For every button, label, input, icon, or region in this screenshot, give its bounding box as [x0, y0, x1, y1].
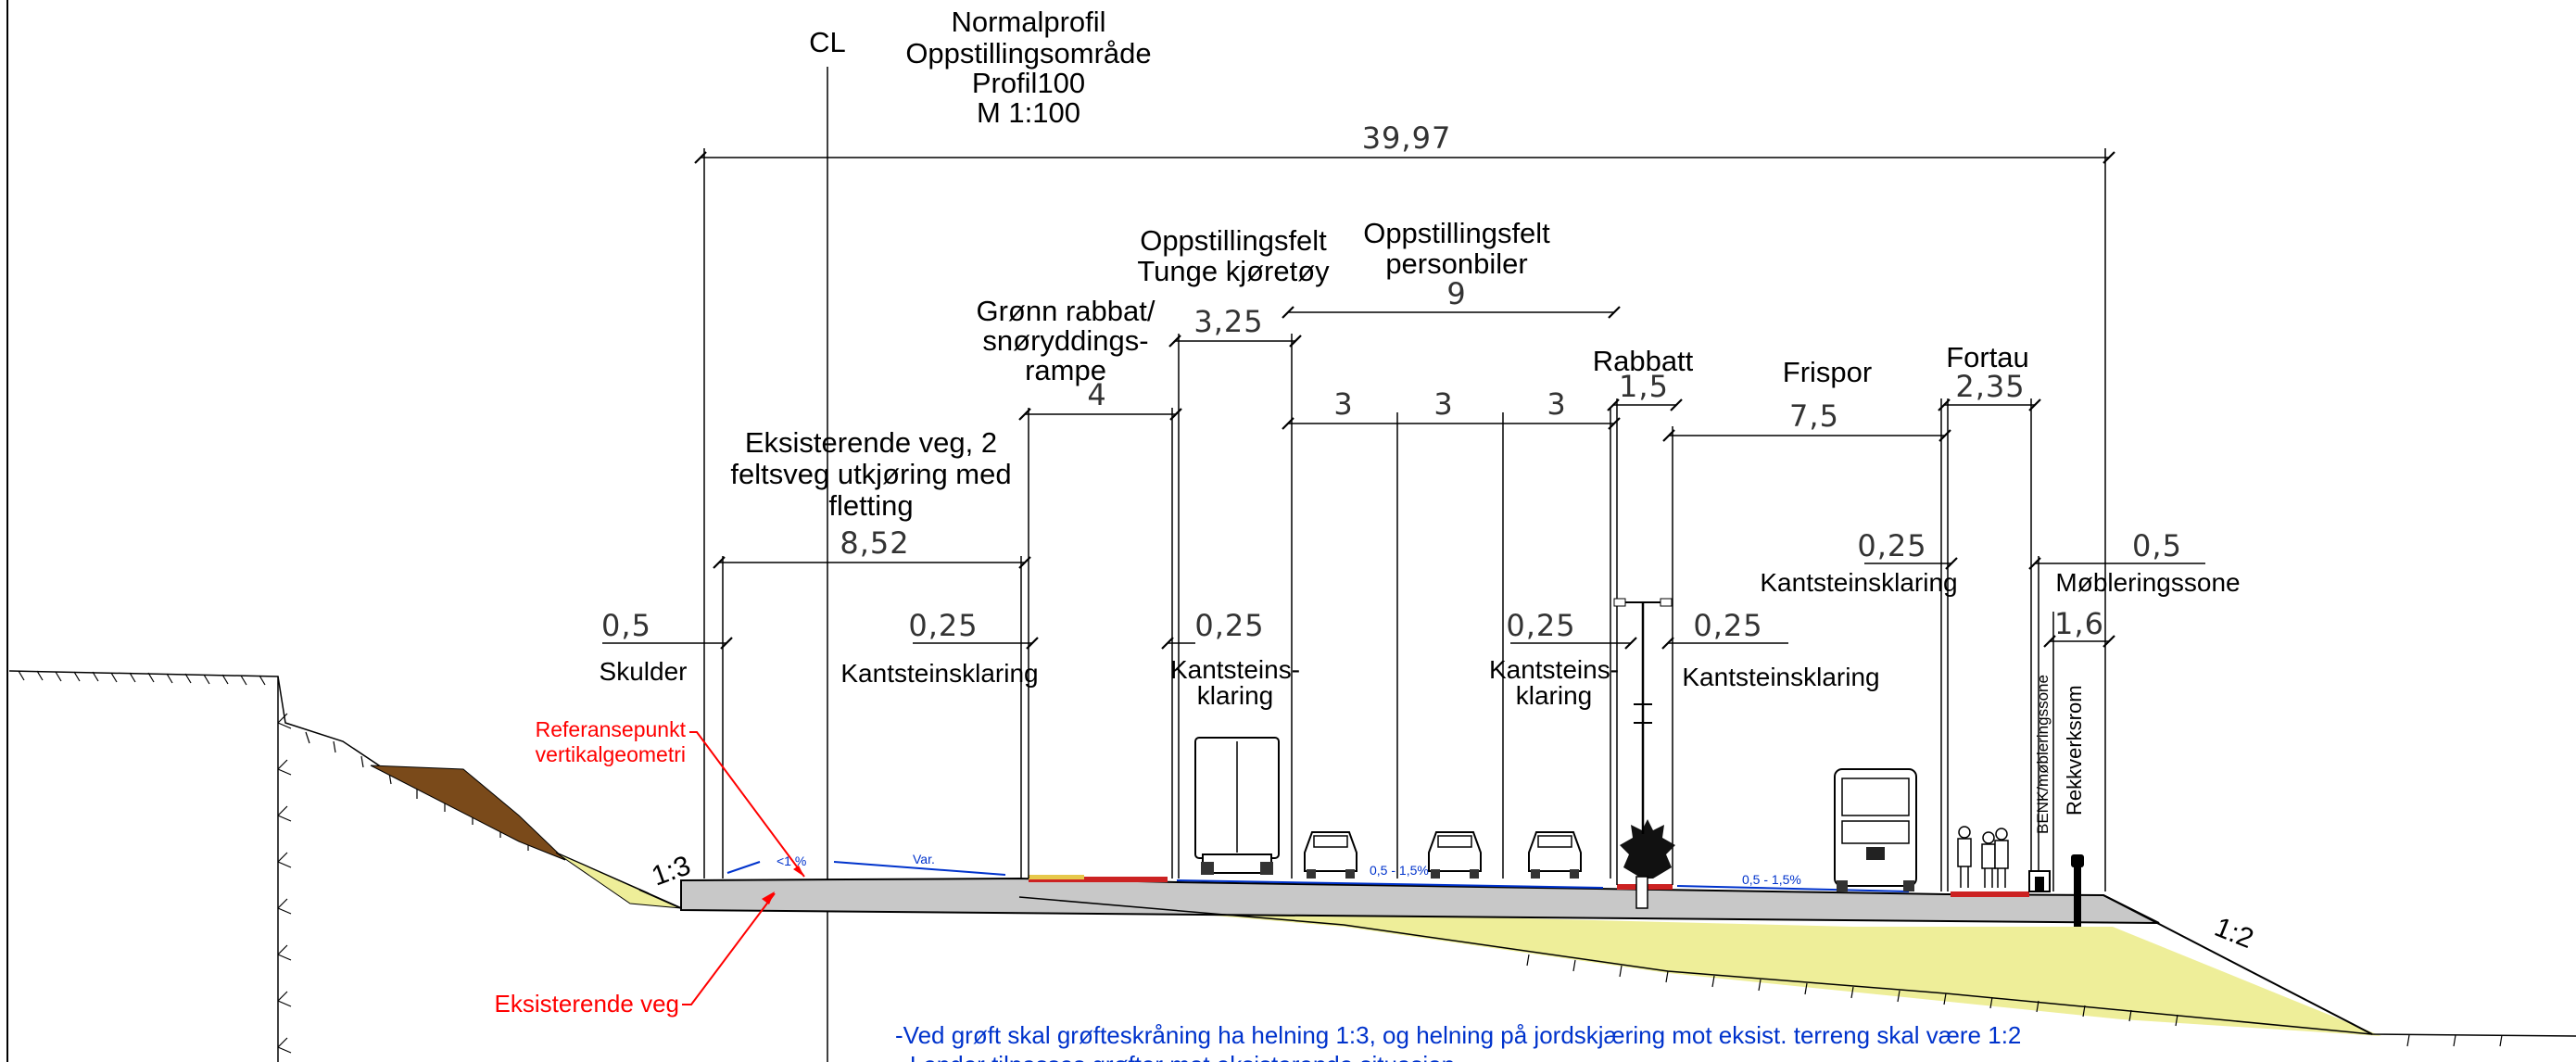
crossfall-mid: 0,5 - 1,5% [1370, 863, 1429, 878]
reference-annotation: Referansepunkt vertikalgeometri Eksister… [495, 717, 805, 1018]
dim-shoulder: 0,5 [601, 608, 651, 643]
note-line-2: - Lender tilpasses grøfter mot eksistere… [895, 1051, 1455, 1062]
bench [2028, 870, 2051, 892]
dim-frispor: 7,5 [1789, 398, 1839, 434]
label-kantsteinsklaring-5: Kantsteinsklaring [1760, 568, 1957, 597]
dim-lane-3: 3 [1547, 386, 1566, 422]
guardrail-post [2071, 854, 2084, 927]
dim-barrier-zone: 1,6 [2054, 606, 2104, 641]
slope-right-label: 1:2 [2210, 912, 2257, 955]
label-fortau: Fortau [1946, 341, 2029, 373]
centerline-label: CL [809, 26, 846, 58]
dim-clearance-e: 0,25 [1857, 528, 1926, 563]
dim-green-verge: 4 [1087, 377, 1106, 412]
embankment-fill [681, 886, 2381, 1036]
existing-terrain-left [8, 670, 682, 1062]
dim-total: 39,97 [1362, 120, 1452, 156]
dim-lane-1: 3 [1333, 386, 1353, 422]
title-line-3: Profil100 [972, 67, 1085, 99]
dim-heavy-vehicles: 3,25 [1193, 304, 1263, 339]
curb-sidewalk [1951, 891, 2029, 897]
truck-rear [1194, 737, 1280, 875]
road-body [680, 875, 2576, 1047]
label-mobleringssone: Møbleringssone [2055, 568, 2240, 597]
pedestrians [1957, 826, 2009, 888]
dimension-lines [602, 151, 2205, 650]
car-3 [1528, 831, 1582, 879]
bus-rear [1834, 768, 1917, 891]
label-frispor: Frispor [1783, 356, 1872, 388]
label-heavy-1: Oppstillingsfelt [1140, 224, 1327, 257]
label-heavy-2: Tunge kjøretøy [1137, 255, 1330, 287]
label-skulder: Skulder [600, 657, 688, 686]
dim-furniture-zone: 0,5 [2132, 528, 2182, 563]
dim-clearance-a: 0,25 [908, 608, 978, 643]
dim-fortau: 2,35 [1955, 369, 2025, 404]
label-cars-1: Oppstillingsfelt [1363, 217, 1550, 249]
label-rekkverksrom: Rekkverksrom [2063, 685, 2086, 815]
label-green-1: Grønn rabbat/ [977, 295, 1155, 327]
ref-line-1: Referansepunkt [536, 717, 687, 741]
note-line-1: -Ved grøft skal grøfteskråning ha helnin… [895, 1021, 2021, 1049]
dim-rabbatt: 1,5 [1619, 369, 1669, 404]
title-block: Normalprofil Oppstillingsområde Profil10… [905, 6, 1151, 129]
label-kantsteins-2a: Kantsteins- [1170, 655, 1300, 684]
title-line-1: Normalprofil [951, 6, 1105, 38]
car-1 [1304, 831, 1357, 879]
label-existing-road-2: feltsveg utkjøring med [730, 458, 1011, 490]
label-rabbatt: Rabbatt [1593, 345, 1694, 377]
dim-clearance-b: 0,25 [1194, 608, 1264, 643]
label-kantsteins-2b: klaring [1197, 681, 1273, 710]
curb-left [1029, 877, 1168, 882]
dim-existing-road: 8,52 [840, 525, 909, 561]
existing-road-annotation: Eksisterende veg [495, 990, 679, 1018]
dim-clearance-d: 0,25 [1693, 608, 1762, 643]
label-kantsteins-3a: Kantsteins- [1489, 655, 1619, 684]
title-line-2: Oppstillingsområde [905, 37, 1151, 70]
tree [1620, 819, 1675, 909]
dim-clearance-c: 0,25 [1506, 608, 1575, 643]
crossfall-right: 0,5 - 1,5% [1742, 872, 1801, 887]
dim-lane-2: 3 [1433, 386, 1453, 422]
label-existing-road-3: fletting [828, 489, 913, 522]
street-light [1613, 598, 1673, 834]
crossfall-indicators [726, 861, 1910, 892]
label-cars-2: personbiler [1385, 247, 1527, 280]
label-kantsteinsklaring-4: Kantsteinsklaring [1682, 663, 1879, 691]
title-line-4: M 1:100 [977, 96, 1080, 129]
label-kantsteins-3b: klaring [1516, 681, 1592, 710]
soil-deposit [370, 765, 566, 861]
label-kantsteinsklaring-1: Kantsteinsklaring [840, 659, 1038, 688]
label-green-2: snøryddings- [982, 324, 1148, 357]
label-benk: BENK/møbleringssone [2034, 675, 2052, 834]
label-existing-road-1: Eksisterende veg, 2 [745, 426, 997, 459]
ref-line-2: vertikalgeometri [536, 742, 686, 766]
car-2 [1428, 831, 1482, 879]
crossfall-left-b: Var. [913, 852, 935, 866]
curb-edge [1029, 875, 1084, 879]
label-green-3: rampe [1025, 354, 1106, 386]
terrain-hatching [18, 670, 529, 1054]
dim-cars-total: 9 [1446, 276, 1466, 311]
